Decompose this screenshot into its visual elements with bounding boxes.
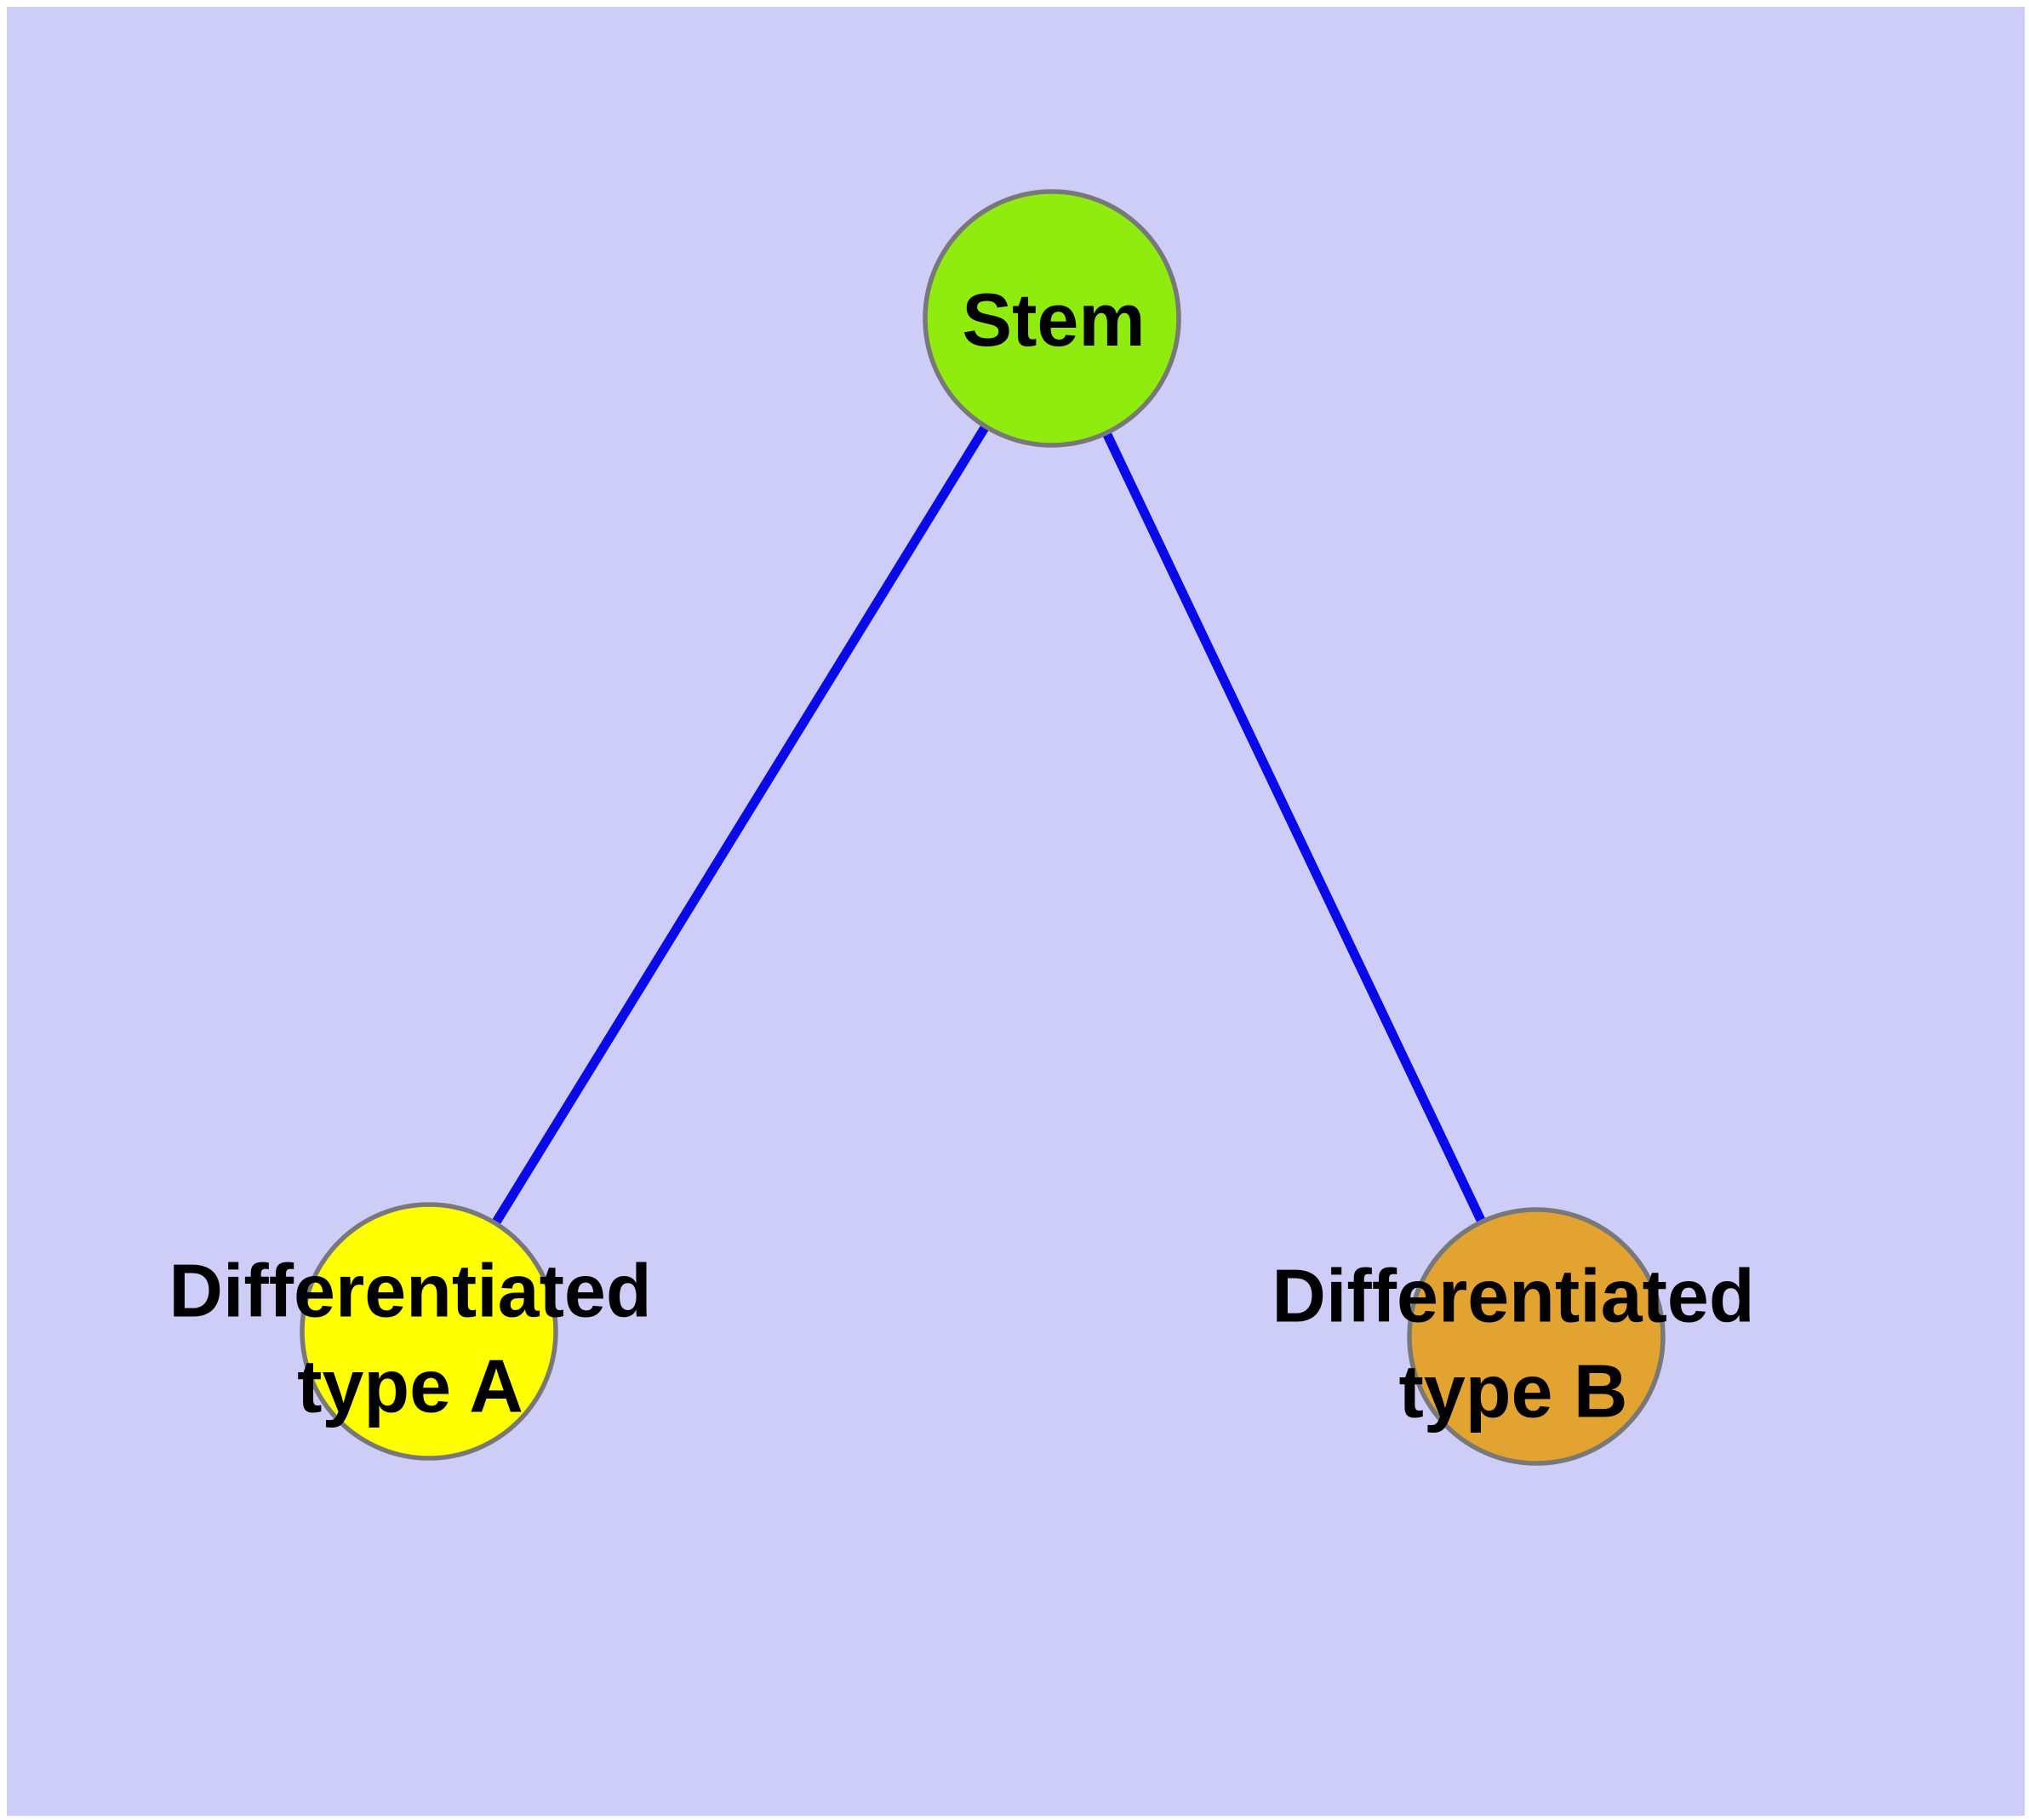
node-differentiated-type-b[interactable] (1407, 1207, 1666, 1466)
node-stem[interactable] (923, 189, 1181, 448)
edge-stem-to-type-a (424, 313, 1057, 1336)
edge-stem-to-type-b (1047, 313, 1541, 1342)
node-differentiated-type-a[interactable] (300, 1202, 558, 1461)
